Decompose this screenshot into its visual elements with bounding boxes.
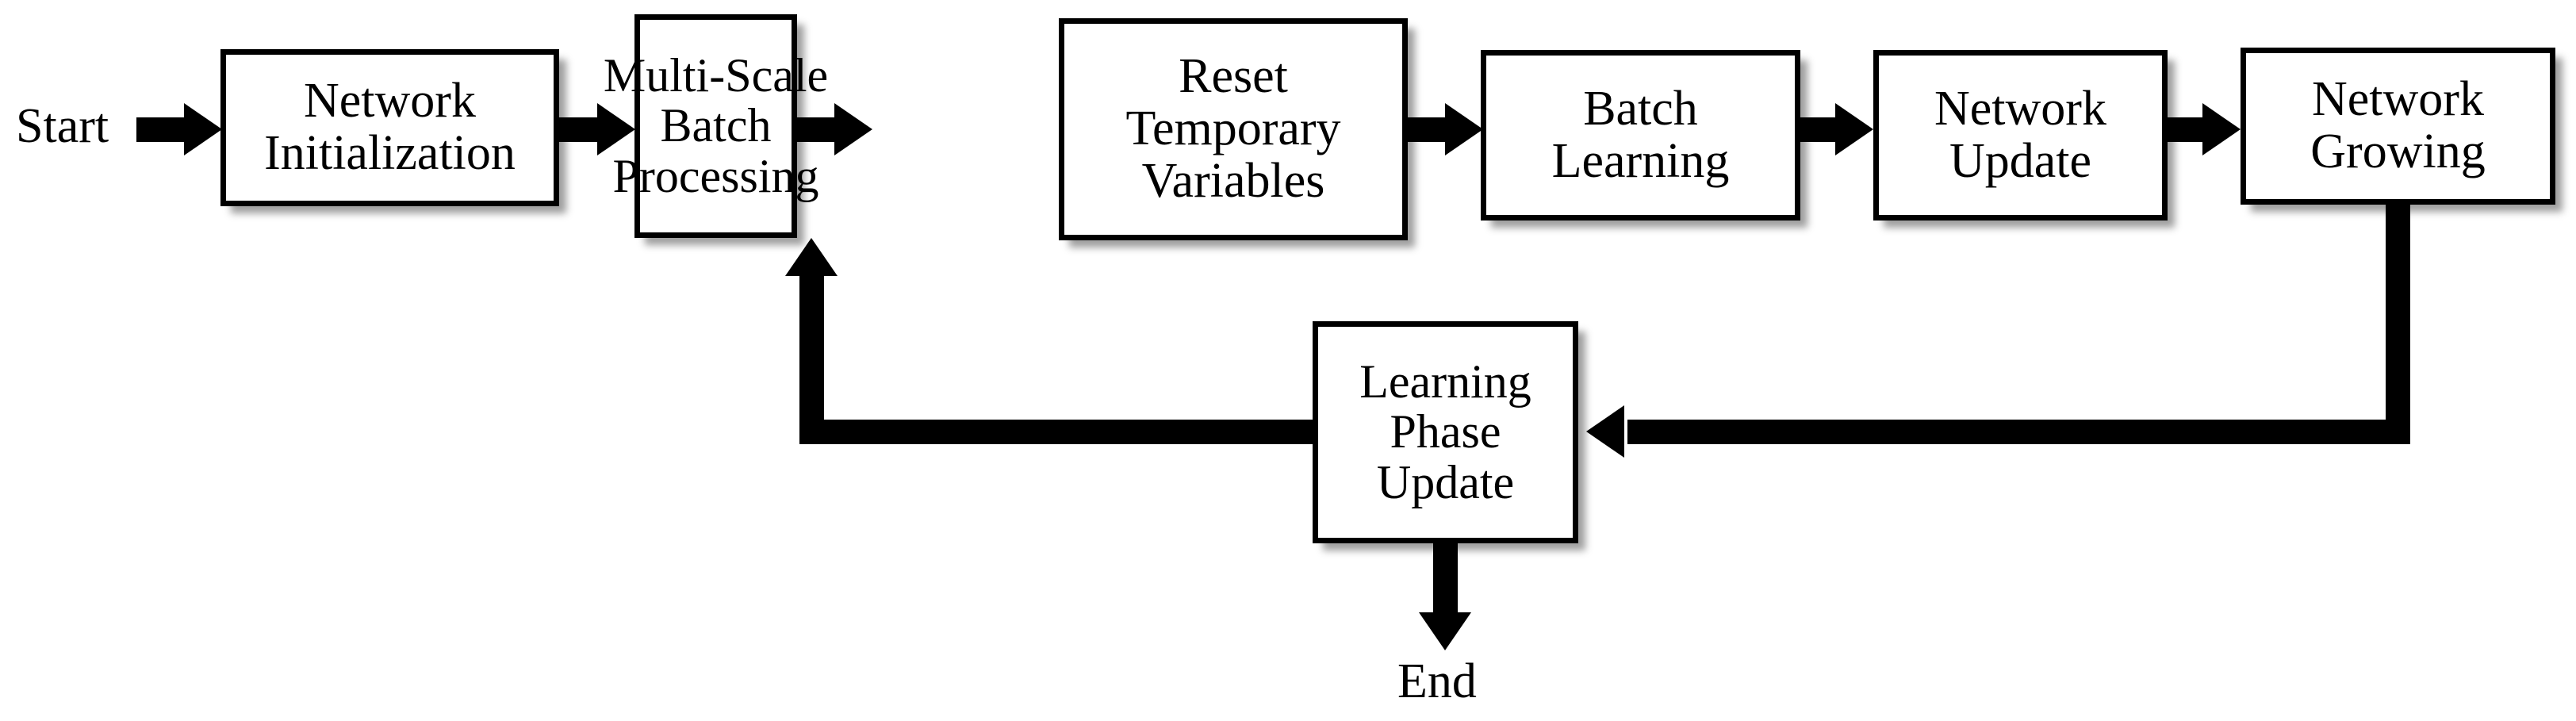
- node-learning-phase-update-line-3: Update: [1376, 455, 1515, 508]
- edge-multi-scale-to-reset-temporary-arrowhead-icon: [834, 103, 872, 155]
- node-reset-temporary-variables[interactable]: Reset Temporary Variables: [1059, 18, 1408, 240]
- node-batch-learning-line-1: Batch: [1583, 81, 1698, 136]
- node-reset-temporary-variables-line-3: Variables: [1141, 153, 1325, 208]
- edge-network-growing-to-learning-phase-vertical-shaft: [2386, 200, 2410, 444]
- end-terminal-label: End: [1397, 654, 1477, 708]
- node-network-update-line-1: Network: [1934, 81, 2106, 136]
- edge-learning-phase-to-end-shaft: [1433, 539, 1458, 616]
- node-network-initialization[interactable]: Network Initialization: [220, 49, 559, 206]
- node-network-initialization-line-2: Initialization: [264, 126, 516, 180]
- node-network-update-line-2: Update: [1949, 133, 2092, 188]
- node-batch-learning[interactable]: Batch Learning: [1481, 50, 1800, 221]
- edge-batch-learning-to-network-update-arrowhead-icon: [1835, 103, 1873, 155]
- edge-network-initialization-to-multi-scale-arrowhead-icon: [597, 103, 635, 155]
- edge-reset-temporary-to-batch-learning-arrowhead-icon: [1445, 103, 1483, 155]
- edge-network-update-to-network-growing-shaft: [2166, 117, 2206, 142]
- node-batch-learning-line-2: Learning: [1551, 133, 1730, 188]
- node-learning-phase-update-line-1: Learning: [1359, 355, 1531, 408]
- edge-reset-temporary-to-batch-learning-shaft: [1406, 117, 1451, 142]
- node-reset-temporary-variables-line-2: Temporary: [1125, 102, 1341, 156]
- start-terminal-label: Start: [16, 99, 109, 153]
- node-network-update[interactable]: Network Update: [1873, 50, 2168, 221]
- edge-network-growing-to-learning-phase-horizontal-shaft: [1627, 420, 2410, 444]
- edge-learning-phase-to-end-arrowhead-icon: [1419, 612, 1471, 650]
- node-multi-scale-batch-processing-line-2: Batch: [660, 99, 772, 152]
- node-reset-temporary-variables-line-1: Reset: [1179, 49, 1288, 104]
- edge-learning-phase-to-multi-scale-horizontal-shaft: [799, 420, 1317, 444]
- node-learning-phase-update-line-2: Phase: [1390, 405, 1501, 458]
- edge-network-update-to-network-growing-arrowhead-icon: [2202, 103, 2241, 155]
- node-network-growing[interactable]: Network Growing: [2241, 48, 2555, 205]
- edge-network-growing-to-learning-phase-arrowhead-icon: [1586, 405, 1624, 458]
- node-multi-scale-batch-processing-line-1: Multi-Scale: [603, 48, 829, 102]
- edge-start-to-network-initialization-shaft: [136, 117, 189, 142]
- edge-learning-phase-to-multi-scale-vertical-shaft: [799, 276, 824, 444]
- edge-network-initialization-to-multi-scale-shaft: [558, 117, 602, 142]
- node-multi-scale-batch-processing[interactable]: Multi-Scale Batch Processing: [604, 14, 828, 238]
- node-learning-phase-update[interactable]: Learning Phase Update: [1313, 321, 1578, 543]
- node-network-growing-line-1: Network: [2312, 72, 2484, 127]
- edge-start-to-network-initialization-arrowhead-icon: [184, 103, 222, 155]
- edge-learning-phase-to-multi-scale-arrowhead-icon: [785, 238, 838, 276]
- edge-batch-learning-to-network-update-shaft: [1799, 117, 1840, 142]
- node-network-growing-line-2: Growing: [2310, 125, 2486, 178]
- node-multi-scale-batch-processing-line-3: Processing: [612, 149, 819, 202]
- node-network-initialization-line-1: Network: [304, 74, 476, 128]
- edge-multi-scale-to-reset-temporary-shaft: [795, 117, 839, 142]
